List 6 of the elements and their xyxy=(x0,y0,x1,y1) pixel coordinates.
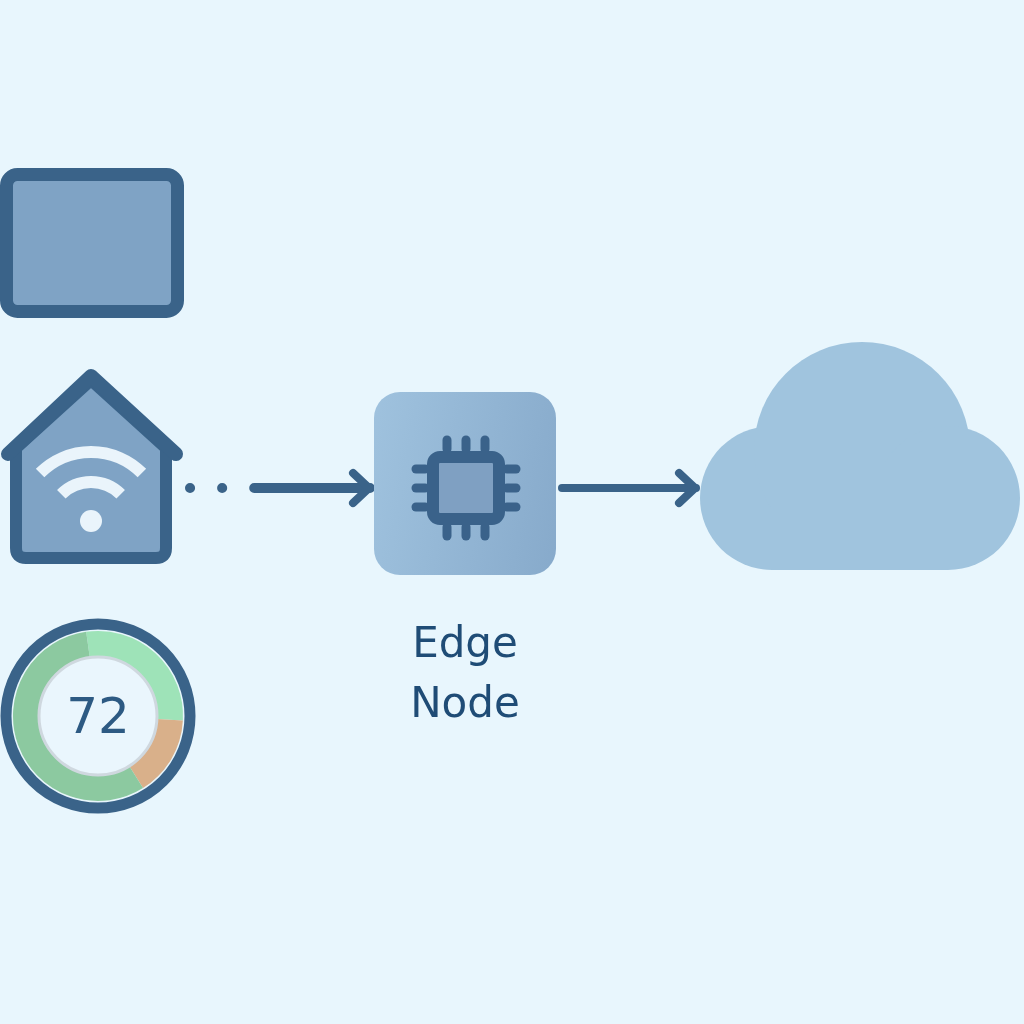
node-label: Edge Node xyxy=(410,618,520,727)
dotted-arrow xyxy=(185,469,375,507)
temperature-reading: 72 xyxy=(66,687,130,745)
arrow xyxy=(558,469,700,507)
screen-icon xyxy=(0,168,184,318)
cloud-icon xyxy=(700,342,1020,570)
